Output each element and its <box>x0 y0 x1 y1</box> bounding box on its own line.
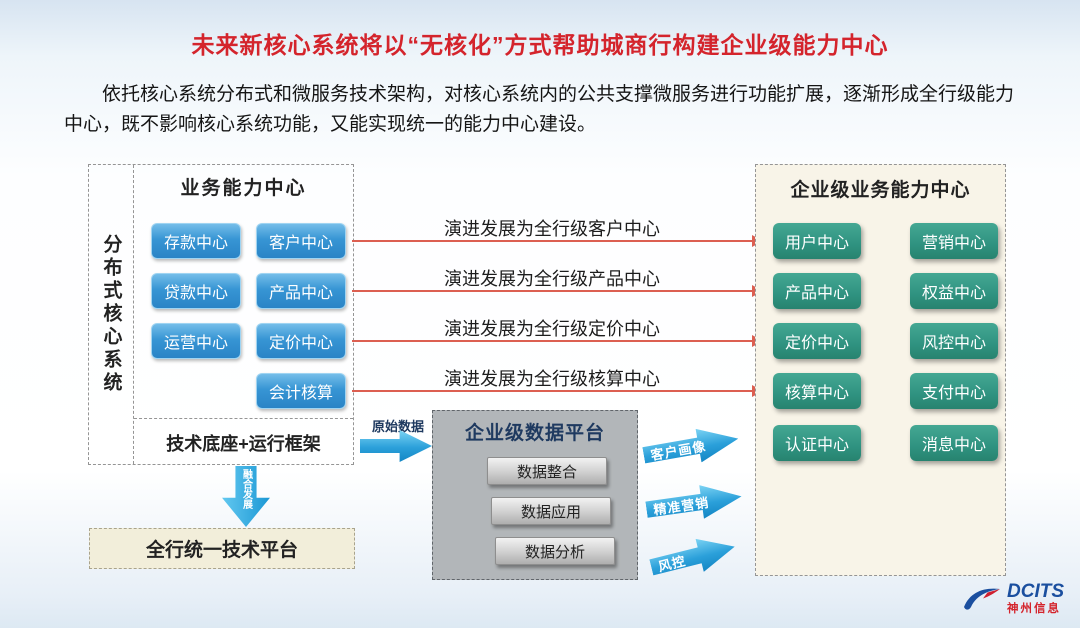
tech-base-divider <box>134 418 353 419</box>
node-deposit-center: 存款中心 <box>151 223 241 259</box>
fusion-down-arrow-label: 融合发展 <box>240 469 252 509</box>
evolution-label-customer: 演进发展为全行级客户中心 <box>444 219 660 239</box>
node-rights-center: 权益中心 <box>910 273 998 309</box>
evolution-arrow-product <box>352 285 763 297</box>
node-ent-product-center: 产品中心 <box>773 273 861 309</box>
evolution-label-accounting: 演进发展为全行级核算中心 <box>444 369 660 389</box>
node-message-center: 消息中心 <box>910 425 998 461</box>
unified-tech-platform: 全行统一技术平台 <box>89 528 355 569</box>
node-data-application: 数据应用 <box>491 497 611 525</box>
distributed-core-box: 分布式核心系统 业务能力中心 存款中心 客户中心 贷款中心 产品中心 运营中心 … <box>88 164 354 465</box>
node-payment-center: 支付中心 <box>910 373 998 409</box>
dcits-logo-text: DCITS 神州信息 <box>1007 582 1064 616</box>
node-user-center: 用户中心 <box>773 223 861 259</box>
raw-data-label: 原始数据 <box>372 419 425 434</box>
node-auth-center: 认证中心 <box>773 425 861 461</box>
distributed-core-vertical-label: 分布式核心系统 <box>100 234 122 395</box>
node-operation-center: 运营中心 <box>151 323 241 359</box>
evolution-label-pricing: 演进发展为全行级定价中心 <box>444 319 660 339</box>
node-loan-center: 贷款中心 <box>151 273 241 309</box>
dcits-logo-subtitle: 神州信息 <box>1007 603 1061 616</box>
evolution-label-product: 演进发展为全行级产品中心 <box>444 269 660 289</box>
evolution-arrow-customer <box>352 235 763 247</box>
tech-base-label: 技术底座+运行框架 <box>166 434 321 454</box>
node-product-center: 产品中心 <box>256 273 346 309</box>
node-data-analysis: 数据分析 <box>495 537 615 565</box>
evolution-arrow-pricing <box>352 335 763 347</box>
output-arrow-risk-control: 风控 <box>647 530 739 584</box>
evolution-arrow-accounting <box>352 385 763 397</box>
dcits-logo-swoosh-icon <box>964 588 1000 610</box>
node-customer-center: 客户中心 <box>256 223 346 259</box>
node-accounting-center: 核算中心 <box>773 373 861 409</box>
node-marketing-center: 营销中心 <box>910 223 998 259</box>
fusion-down-arrow: 融合发展 <box>222 466 270 527</box>
node-ent-pricing-center: 定价中心 <box>773 323 861 359</box>
slide-paragraph: 依托核心系统分布式和微服务技术架构，对核心系统内的公共支撑微服务进行功能扩展，逐… <box>64 84 1015 136</box>
output-arrow-customer-profile: 客户画像 <box>641 422 741 472</box>
business-capability-header: 业务能力中心 <box>180 178 307 199</box>
enterprise-data-platform-box: 企业级数据平台 数据整合 数据应用 数据分析 <box>432 410 638 580</box>
dcits-logo: DCITS 神州信息 <box>960 582 1064 616</box>
node-data-integration: 数据整合 <box>487 457 607 485</box>
enterprise-data-platform-title: 企业级数据平台 <box>464 423 605 444</box>
node-pricing-center: 定价中心 <box>256 323 346 359</box>
enterprise-capability-header: 企业级业务能力中心 <box>790 180 971 201</box>
slide-title: 未来新核心系统将以“无核化”方式帮助城商行构建企业级能力中心 <box>191 32 889 58</box>
enterprise-capability-box: 企业级业务能力中心 用户中心 营销中心 产品中心 权益中心 定价中心 风控中心 … <box>755 164 1006 576</box>
node-risk-control-center: 风控中心 <box>910 323 998 359</box>
dcits-logo-name: DCITS <box>1007 581 1064 603</box>
output-arrow-precision-marketing-label: 精准营销 <box>652 494 711 518</box>
output-arrow-precision-marketing: 精准营销 <box>644 479 744 526</box>
output-arrow-customer-profile-label: 客户画像 <box>649 437 708 463</box>
distributed-core-label-strip: 分布式核心系统 <box>89 165 134 464</box>
node-accounting: 会计核算 <box>256 373 346 409</box>
output-arrow-risk-control-label: 风控 <box>656 552 688 574</box>
